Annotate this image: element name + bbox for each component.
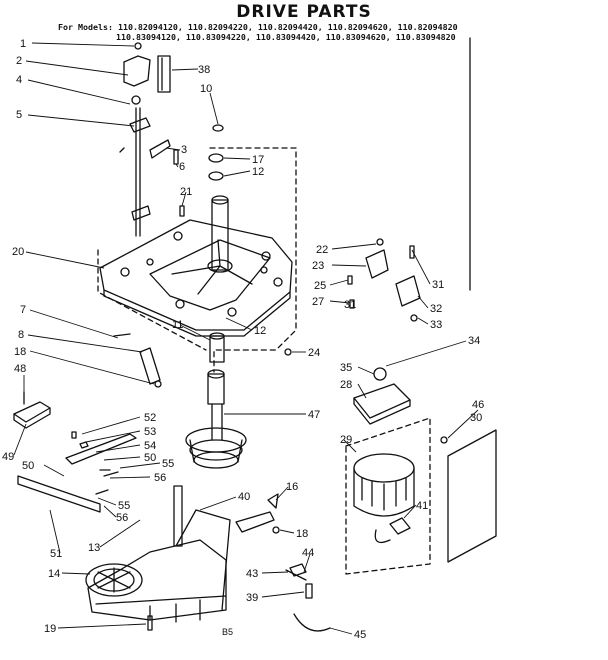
callout-43: 43 bbox=[246, 568, 258, 580]
callout-50: 50 bbox=[144, 452, 156, 464]
callout-47: 47 bbox=[308, 409, 320, 421]
callout-7: 7 bbox=[20, 304, 26, 316]
callout-49: 49 bbox=[2, 451, 14, 463]
callout-10: 10 bbox=[200, 83, 212, 95]
page-mark: B5 bbox=[222, 627, 233, 637]
callout-28: 28 bbox=[340, 379, 352, 391]
callout-18b: 18 bbox=[296, 528, 308, 540]
callout-29: 29 bbox=[340, 434, 352, 446]
part-38-sleeve bbox=[157, 55, 171, 93]
callout-3: 3 bbox=[181, 144, 187, 156]
callout-40: 40 bbox=[238, 491, 250, 503]
callout-39: 39 bbox=[246, 592, 258, 604]
callout-24: 24 bbox=[308, 347, 320, 359]
callout-4: 4 bbox=[16, 74, 22, 86]
leader-lines bbox=[13, 42, 479, 635]
callout-17: 17 bbox=[252, 154, 264, 166]
callout-52: 52 bbox=[144, 412, 156, 424]
callout-23: 23 bbox=[312, 260, 324, 272]
switch-bracket-parts bbox=[284, 238, 421, 356]
callout-11: 11 bbox=[172, 319, 183, 331]
callout-1: 1 bbox=[20, 38, 26, 50]
callout-38: 38 bbox=[198, 64, 210, 76]
callout-34: 34 bbox=[468, 335, 480, 347]
callout-5: 5 bbox=[16, 109, 22, 121]
callout-12: 12 bbox=[252, 166, 264, 178]
callout-53: 53 bbox=[144, 426, 156, 438]
motor-assembly bbox=[345, 367, 497, 575]
lower-left-parts bbox=[13, 147, 162, 513]
callout-48: 48 bbox=[14, 363, 26, 375]
callout-51: 51 bbox=[50, 548, 62, 560]
callout-31b: 31 bbox=[344, 299, 356, 311]
callout-50b: 50 bbox=[22, 460, 34, 472]
callout-44: 44 bbox=[302, 547, 314, 559]
bracket-assembly bbox=[123, 42, 185, 237]
callout-6: 6 bbox=[179, 161, 185, 173]
models-row-2: 110.83094120, 110.83094220, 110.83094420… bbox=[116, 32, 456, 42]
callout-30: 30 bbox=[470, 412, 482, 424]
callout-22: 22 bbox=[316, 244, 328, 256]
callout-labels: 1 2 38 4 10 5 3 17 12 6 21 22 23 31 20 2… bbox=[2, 38, 484, 641]
callout-56b: 56 bbox=[116, 512, 128, 524]
callout-13: 13 bbox=[88, 542, 100, 554]
belt-and-brackets bbox=[235, 493, 331, 632]
models-row-1: 110.82094120, 110.82094220, 110.82094420… bbox=[117, 22, 458, 32]
callout-41: 41 bbox=[416, 500, 428, 512]
models-label: For Models: bbox=[58, 22, 113, 32]
callout-16: 16 bbox=[286, 481, 298, 493]
callout-45: 45 bbox=[354, 629, 366, 641]
callout-18: 18 bbox=[14, 346, 26, 358]
callout-56: 56 bbox=[154, 472, 166, 484]
callout-32: 32 bbox=[430, 303, 442, 315]
callout-31: 31 bbox=[432, 279, 444, 291]
diagram-title: DRIVE PARTS bbox=[236, 2, 372, 22]
callout-19: 19 bbox=[44, 623, 56, 635]
callout-55b: 55 bbox=[118, 500, 130, 512]
callout-54: 54 bbox=[144, 440, 156, 452]
drive-platform bbox=[97, 124, 297, 373]
callout-27: 27 bbox=[312, 296, 324, 308]
callout-21: 21 bbox=[180, 186, 192, 198]
callout-12b: 12 bbox=[254, 325, 266, 337]
callout-25: 25 bbox=[314, 280, 326, 292]
models-line-1: For Models: 110.82094120, 110.82094220, … bbox=[58, 22, 458, 32]
callout-20: 20 bbox=[12, 246, 24, 258]
callout-33: 33 bbox=[430, 319, 442, 331]
transmission-assembly bbox=[85, 485, 231, 631]
callout-8: 8 bbox=[18, 329, 24, 341]
drive-shaft-pulley bbox=[185, 369, 247, 469]
callout-14: 14 bbox=[48, 568, 60, 580]
callout-55: 55 bbox=[162, 458, 174, 470]
callout-35: 35 bbox=[340, 362, 352, 374]
callout-2: 2 bbox=[16, 55, 22, 67]
callout-46: 46 bbox=[472, 399, 484, 411]
